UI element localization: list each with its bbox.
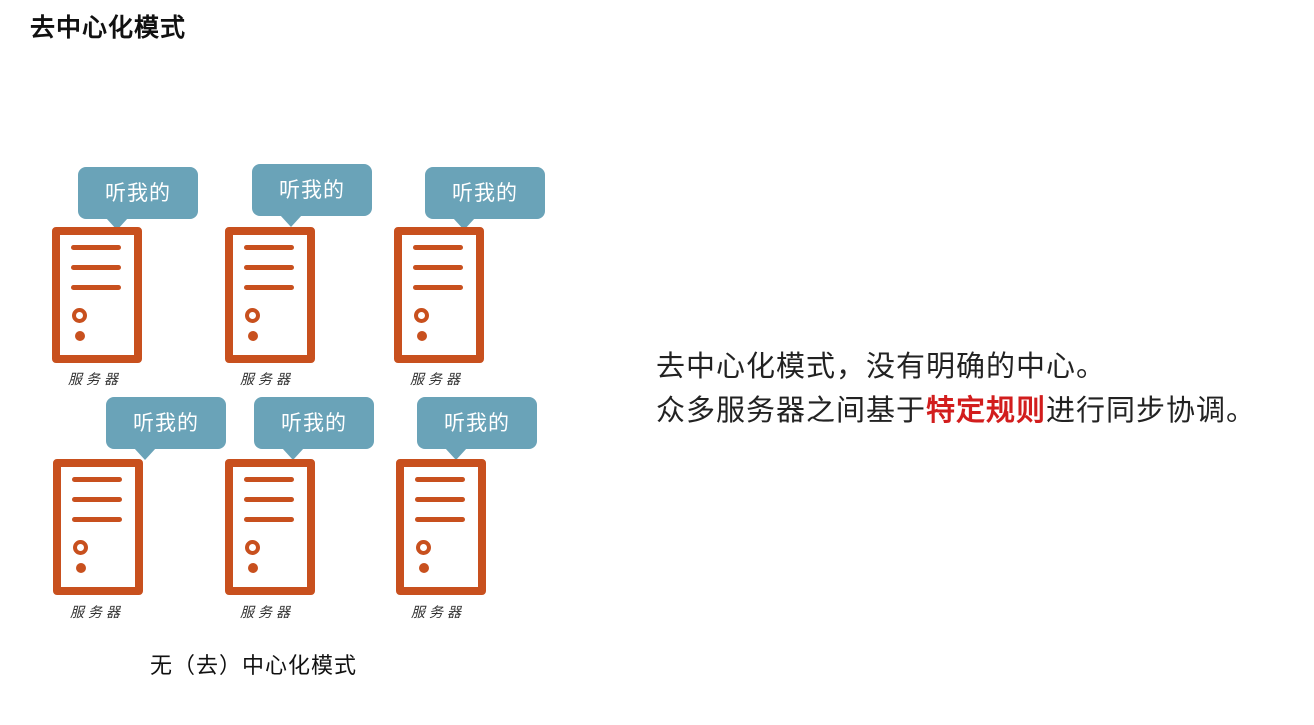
server-label: 服务器 [70,605,124,621]
diagram-caption: 无（去）中心化模式 [150,654,358,679]
server-label: 服务器 [411,605,465,621]
description-line-1: 去中心化模式，没有明确的中心。 [656,349,1107,383]
server-label: 服务器 [240,372,294,388]
server-icon [52,227,142,363]
description-text-after: 进行同步协调。 [1046,393,1257,427]
server-node: 听我的 服务器 [222,162,392,392]
server-icon [225,459,315,595]
server-label: 服务器 [240,605,294,621]
server-label: 服务器 [410,372,464,388]
speech-bubble: 听我的 [106,397,226,460]
highlighted-phrase: 特定规则 [926,393,1047,427]
server-label: 服务器 [68,372,122,388]
speech-bubble: 听我的 [78,167,198,230]
slide-title: 去中心化模式 [30,13,187,42]
server-icon [394,227,484,363]
server-node: 听我的 服务器 [393,395,563,625]
server-node: 听我的 服务器 [222,395,392,625]
description-line-2: 众多服务器之间基于特定规则进行同步协调。 [656,388,1256,432]
server-node: 听我的 服务器 [50,165,220,395]
server-node: 听我的 服务器 [392,165,562,395]
server-icon [53,459,143,595]
server-icon [396,459,486,595]
speech-bubble: 听我的 [254,397,374,460]
description-text-before: 众多服务器之间基于 [656,393,927,427]
description-text: 去中心化模式，没有明确的中心。 众多服务器之间基于特定规则进行同步协调。 [656,344,1256,432]
server-node: 听我的 服务器 [52,395,226,625]
speech-bubble: 听我的 [425,167,545,230]
speech-bubble: 听我的 [252,164,372,227]
server-icon [225,227,315,363]
speech-bubble: 听我的 [417,397,537,460]
